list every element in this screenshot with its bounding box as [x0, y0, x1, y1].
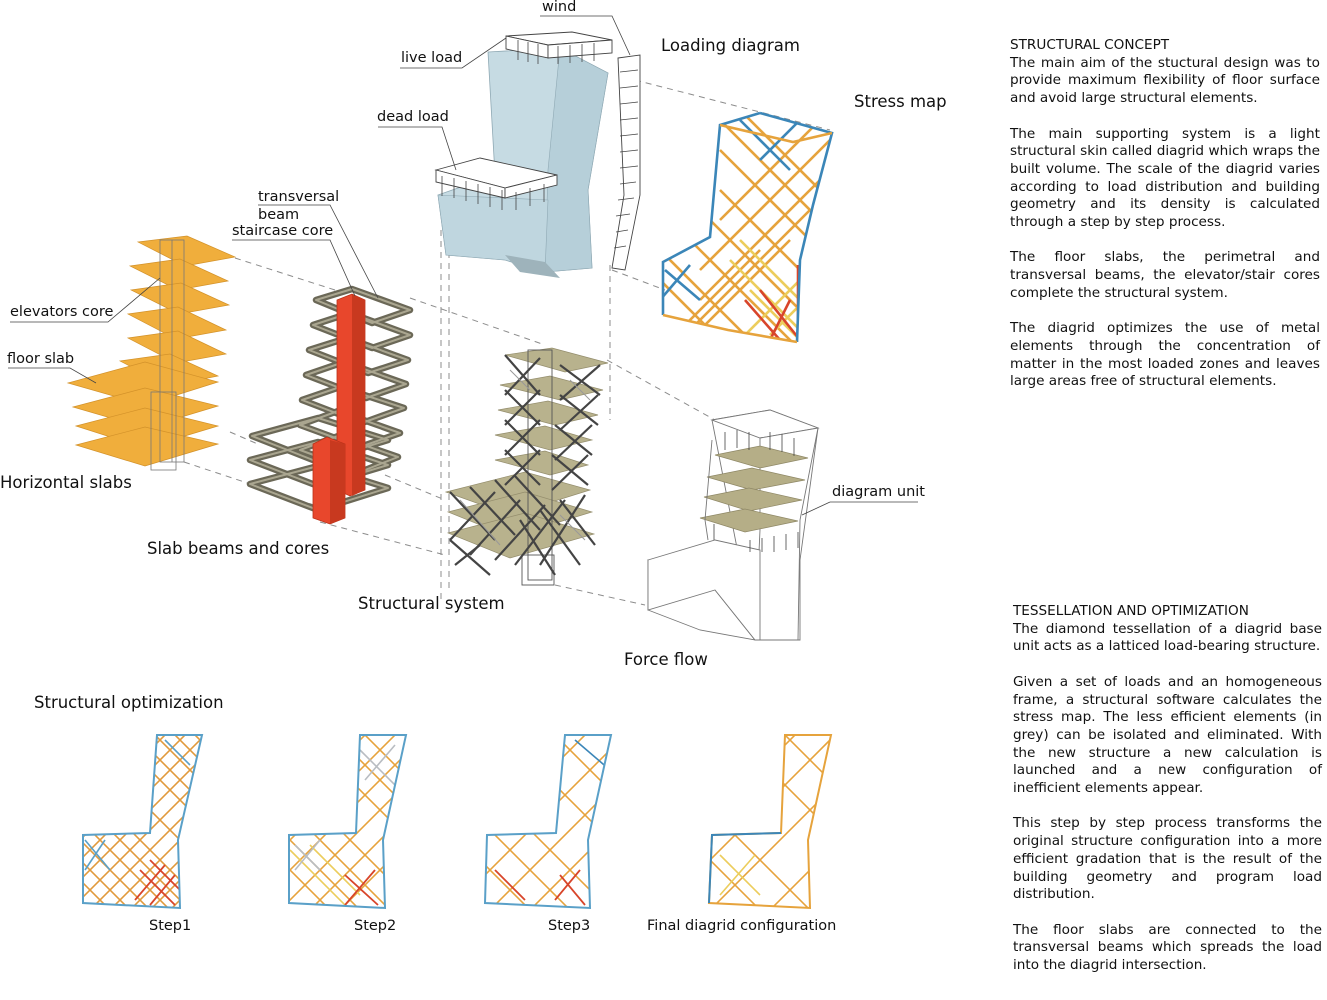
step1-outline [82, 734, 204, 910]
structural-concept-paragraph: The main aim of the stuctural design was… [1010, 54, 1320, 107]
force-flow-arrows [713, 430, 799, 552]
stress-map-outline [661, 111, 834, 344]
transversal-beam-label: transversal beam [258, 189, 340, 223]
dead-load-box [434, 157, 558, 199]
structural-concept-title: STRUCTURAL CONCEPT [1010, 37, 1170, 53]
stress-map-label: Stress map [854, 92, 947, 111]
final-caption: Final diagrid configuration [647, 918, 837, 934]
tessellation-paragraph: This step by step process transforms the… [1013, 815, 1322, 903]
horizontal-slabs-label: Horizontal slabs [0, 473, 132, 492]
live-load-label: live load [401, 50, 463, 66]
structural-concept-block: STRUCTURAL CONCEPT The main aim of the s… [1010, 37, 1320, 409]
wind-load-panel [611, 54, 641, 271]
final-outline [707, 734, 833, 910]
loading-diagram-label: Loading diagram [661, 36, 800, 55]
slab-lower-stack [66, 361, 220, 467]
step2-outline [288, 734, 408, 910]
step1-diagrid [83, 735, 202, 908]
core-shaft [521, 349, 555, 586]
final-outline-blue [708, 832, 782, 904]
force-flow-diagonal [704, 439, 713, 541]
tessellation-title: TESSELLATION AND OPTIMIZATION [1013, 603, 1249, 619]
wind-label: wind [542, 0, 577, 15]
force-flow-floors [699, 445, 809, 533]
diagrid-members-light [459, 369, 591, 546]
tessellation-paragraph: Given a set of loads and an homogeneous … [1013, 673, 1322, 797]
structural-system [444, 347, 609, 586]
building-volume [437, 47, 609, 278]
optimization-steps [82, 734, 833, 910]
dead-load-arrows [441, 176, 545, 210]
step3-outline [483, 734, 613, 910]
structural-system-label: Structural system [358, 594, 505, 613]
step1-caption: Step1 [149, 918, 192, 934]
step2-caption: Step2 [354, 918, 397, 934]
floor-slab-label: floor slab [7, 351, 75, 367]
leader-lines [8, 15, 918, 516]
elevators-core-label: elevators core [10, 304, 114, 320]
horizontal-slabs-stack [66, 235, 237, 471]
stress-lattice-a [663, 113, 832, 342]
final-diagrid [709, 735, 831, 908]
live-load-arrows [517, 40, 595, 64]
stress-map [661, 111, 834, 344]
slab-upper-stack [118, 235, 237, 387]
wind-arrows [613, 69, 639, 249]
structural-concept-paragraph: The diagrid optimizes the use of metal e… [1010, 320, 1320, 390]
elevators-core-outline [150, 239, 185, 471]
tessellation-paragraph: The diamond tessellation of a diagrid ba… [1013, 620, 1322, 655]
dead-load-label: dead load [377, 109, 449, 125]
step2-diagrid [289, 735, 406, 908]
slab-beams-label: Slab beams and cores [147, 539, 330, 558]
staircase-core-label: staircase core [232, 223, 334, 239]
loading-diagram [434, 31, 641, 278]
live-load-box [505, 31, 613, 59]
tessellation-block: TESSELLATION AND OPTIMIZATION The diamon… [1013, 603, 1322, 992]
elevators-core-red [312, 436, 346, 525]
slab-beams-and-cores [246, 285, 414, 525]
structural-concept-paragraph: The floor slabs, the perimetral and tran… [1010, 249, 1320, 301]
structural-concept-paragraph: The main supporting system is a light st… [1010, 125, 1320, 231]
force-flow-label: Force flow [624, 650, 708, 669]
step3-caption: Step3 [548, 918, 591, 934]
diagram-unit-label: diagram unit [832, 484, 925, 500]
step3-diagrid [485, 735, 611, 908]
tessellation-paragraph: The floor slabs are connected to the tra… [1013, 921, 1322, 974]
diagrid-members [449, 354, 601, 576]
structural-optimization-label: Structural optimization [34, 693, 224, 712]
force-flow [647, 409, 820, 641]
